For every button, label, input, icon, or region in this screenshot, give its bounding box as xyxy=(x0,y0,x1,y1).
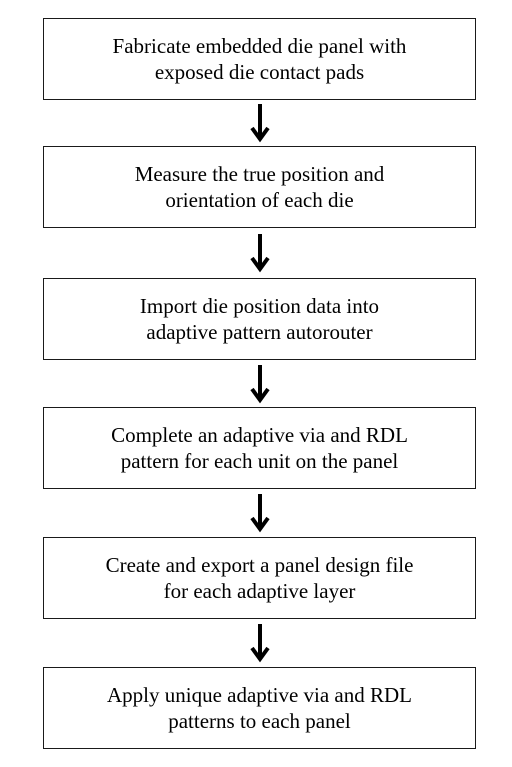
step-3-line-1: Import die position data into xyxy=(139,294,380,318)
step-4-line-2: pattern for each unit on the panel xyxy=(120,449,399,473)
arrow-5-to-6 xyxy=(249,620,271,664)
step-1-fabricate-panel: Fabricate embedded die panel with expose… xyxy=(43,18,476,100)
step-1-text: Fabricate embedded die panel with expose… xyxy=(113,33,407,85)
step-2-line-1: Measure the true position and xyxy=(134,162,385,186)
arrow-4-to-5 xyxy=(249,490,271,534)
down-arrow-icon xyxy=(250,234,270,273)
step-4-line-1: Complete an adaptive via and RDL xyxy=(111,423,408,447)
step-1-line-1: Fabricate embedded die panel with xyxy=(112,34,407,58)
down-arrow-icon xyxy=(250,624,270,663)
step-3-line-2: adaptive pattern autorouter xyxy=(146,320,373,344)
step-4-text: Complete an adaptive via and RDL pattern… xyxy=(111,422,408,474)
step-1-line-2: exposed die contact pads xyxy=(154,60,365,84)
arrow-3-to-4 xyxy=(249,361,271,405)
step-3-import-data: Import die position data into adaptive p… xyxy=(43,278,476,360)
step-6-apply-patterns: Apply unique adaptive via and RDL patter… xyxy=(43,667,476,749)
step-6-line-1: Apply unique adaptive via and RDL xyxy=(106,683,412,707)
down-arrow-icon xyxy=(250,365,270,404)
step-2-line-2: orientation of each die xyxy=(165,188,354,212)
step-3-text: Import die position data into adaptive p… xyxy=(140,293,379,345)
step-2-measure-position: Measure the true position and orientatio… xyxy=(43,146,476,228)
step-5-line-2: for each adaptive layer xyxy=(163,579,356,603)
step-5-line-1: Create and export a panel design file xyxy=(105,553,414,577)
arrow-1-to-2 xyxy=(249,100,271,144)
step-5-export-design-file: Create and export a panel design file fo… xyxy=(43,537,476,619)
step-6-line-2: patterns to each panel xyxy=(168,709,351,733)
step-4-complete-pattern: Complete an adaptive via and RDL pattern… xyxy=(43,407,476,489)
down-arrow-icon xyxy=(250,494,270,533)
down-arrow-icon xyxy=(250,104,270,143)
step-2-text: Measure the true position and orientatio… xyxy=(135,161,385,213)
step-5-text: Create and export a panel design file fo… xyxy=(106,552,414,604)
arrow-2-to-3 xyxy=(249,230,271,274)
step-6-text: Apply unique adaptive via and RDL patter… xyxy=(107,682,412,734)
